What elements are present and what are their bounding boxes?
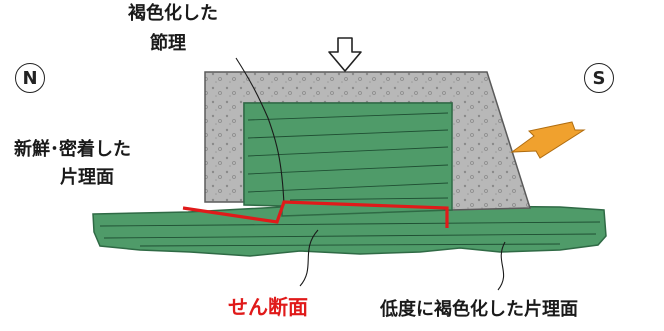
north-pole-marker: N	[15, 63, 45, 93]
weathered-joint-line	[235, 57, 285, 206]
upper-rock-block	[243, 102, 453, 217]
label-shear-section: せん断面	[228, 295, 308, 319]
label-fresh-foliation-1: 新鮮･密着した	[14, 139, 131, 160]
leader-shear	[299, 229, 319, 287]
label-weathered-joint-2: 節理	[150, 33, 186, 54]
shear-plane-line	[182, 200, 449, 228]
label-fresh-foliation-2: 片理面	[60, 167, 114, 188]
lower-foliation-lines	[99, 221, 601, 247]
label-lightly-weathered-foliation: 低度に褐色化した片理面	[380, 299, 578, 320]
shear-load-arrow	[510, 121, 586, 159]
vertical-load-arrow	[328, 37, 362, 72]
south-pole-marker: S	[584, 63, 614, 93]
leader-lightly-weathered	[497, 241, 506, 291]
label-weathered-joint-1: 褐色化した	[128, 3, 218, 24]
